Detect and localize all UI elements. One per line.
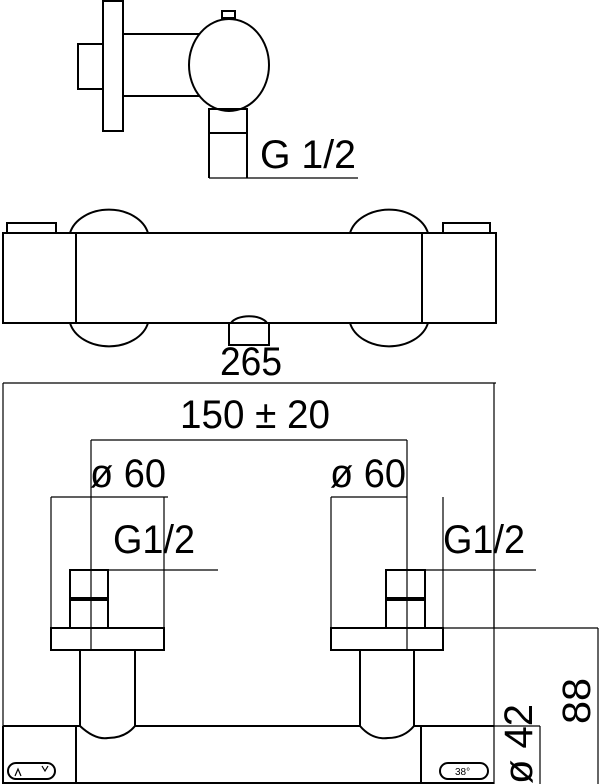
front-view (2, 208, 497, 348)
side-thread-label: G 1/2 (260, 133, 356, 177)
plan-view: 265 150 ± 20 ø 60 ø 60 G1/2 G1/2 38° ø 4… (2, 340, 599, 784)
right-thread-label: G1/2 (443, 518, 525, 562)
center-distance-dimension: 150 ± 20 (180, 393, 330, 437)
temperature-marking: 38° (455, 767, 470, 778)
left-flange-diameter: ø 60 (90, 452, 166, 496)
total-depth-dimension: 88 (555, 678, 599, 724)
overall-width-dimension: 265 (220, 340, 282, 384)
left-thread-label: G1/2 (113, 518, 195, 562)
side-view: G 1/2 (77, 0, 358, 179)
right-flange-diameter: ø 60 (330, 452, 406, 496)
body-diameter-dimension: ø 42 (497, 704, 541, 784)
